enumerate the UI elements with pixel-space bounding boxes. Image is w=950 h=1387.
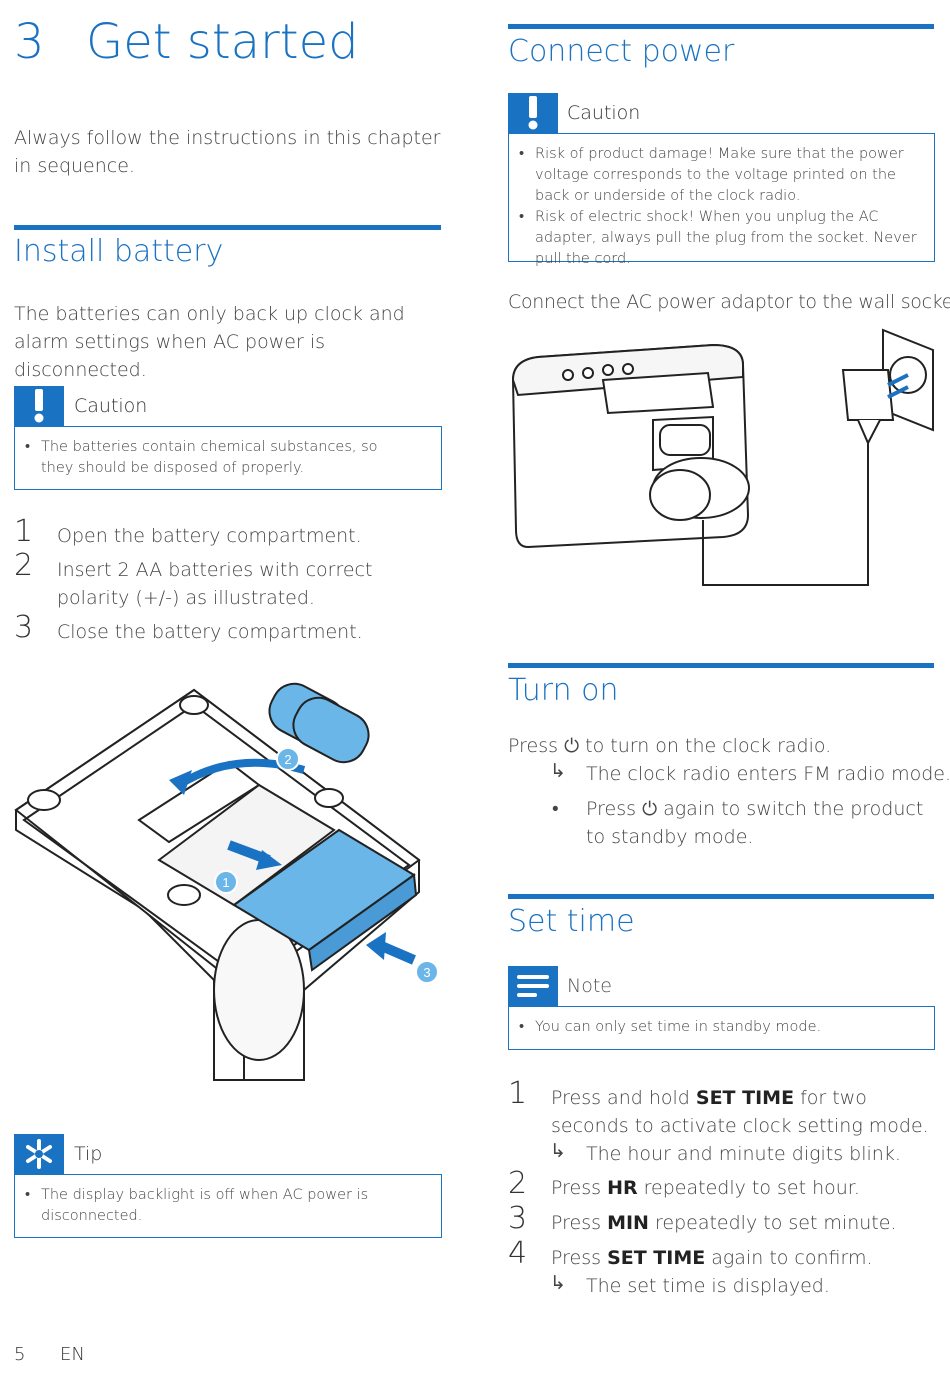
step-key: SET TIME [607, 1247, 706, 1269]
settime-heading: Set time [508, 904, 635, 939]
install-step: 3 Close the battery compartment. [14, 610, 444, 648]
turnon-bullet-post: again to switch the product to standby m… [586, 798, 924, 848]
step-post: repeatedly to set hour. [643, 1177, 860, 1199]
install-step: 1 Open the battery compartment. [14, 514, 444, 552]
step-key: MIN [607, 1212, 649, 1234]
step-result: The hour and minute digits blink. [586, 1143, 901, 1165]
connect-text: Connect the AC power adaptor to the wall… [508, 291, 950, 313]
battery-illustration: 2 1 3 [14, 682, 439, 1081]
step-text: Insert 2 AA batteries with correct polar… [57, 559, 373, 609]
caution-label: Caution [74, 395, 148, 417]
settime-step: 1 Press and hold SET TIME for two second… [508, 1076, 938, 1168]
step-pre: Press [551, 1212, 602, 1234]
step-key: HR [607, 1177, 638, 1199]
turnon-result: The clock radio enters FM radio mode. [586, 763, 950, 785]
illustration-label: 3 [423, 965, 430, 980]
settime-step: 4 Press SET TIME again to confirm. ↳ The… [508, 1236, 938, 1300]
caution-item: Risk of product damage! Make sure that t… [509, 144, 934, 207]
install-caution-box: The batteries contain chemical substance… [14, 426, 442, 490]
connect-caution-box: Risk of product damage! Make sure that t… [508, 133, 935, 267]
turnon-heading: Turn on [508, 673, 619, 708]
bullet: • [552, 798, 559, 820]
note-box: You can only set time in standby mode. [508, 1006, 935, 1050]
chapter-number: 3 [14, 14, 45, 70]
step-number: 4 [508, 1236, 528, 1271]
install-heading: Install battery [14, 234, 224, 269]
settime-step: 2 Press HR repeatedly to set hour. [508, 1166, 938, 1203]
step-key: SET TIME [695, 1087, 795, 1109]
step-pre: Press [551, 1247, 602, 1269]
illustration-label: 1 [222, 875, 229, 890]
tip-icon [14, 1134, 64, 1174]
step-pre: Press [551, 1177, 602, 1199]
install-steps: 1 Open the battery compartment. 2 Insert… [14, 514, 444, 648]
step-number: 3 [508, 1201, 528, 1236]
page-number: 5 [14, 1344, 26, 1365]
step-text: Press and hold SET TIME for two seconds … [551, 1084, 936, 1140]
caution-item: The batteries contain chemical substance… [15, 437, 441, 479]
section-rule [508, 894, 934, 899]
result-arrow-icon: ↳ [550, 760, 566, 782]
caution-label: Caution [567, 102, 641, 124]
step-post: for two seconds to activate clock settin… [551, 1087, 929, 1137]
turnon-bullet-pre: Press [586, 798, 637, 820]
power-icon: ⏻ [642, 798, 658, 820]
settime-steps: 1 Press and hold SET TIME for two second… [508, 1076, 938, 1300]
caution-icon [508, 93, 558, 133]
tip-label: Tip [74, 1143, 103, 1165]
chapter-title: Get started [86, 14, 359, 70]
section-rule [14, 225, 441, 230]
tip-item: The display backlight is off when AC pow… [15, 1185, 441, 1227]
section-rule [508, 663, 934, 668]
tip-box: The display backlight is off when AC pow… [14, 1174, 442, 1238]
caution-item: Risk of electric shock! When you unplug … [509, 207, 934, 270]
step-text: Press HR repeatedly to set hour. [551, 1174, 860, 1202]
step-number: 3 [14, 610, 34, 645]
chapter-intro: Always follow the instructions in this c… [14, 127, 441, 177]
result-arrow-icon: ↳ [550, 1140, 566, 1162]
connect-heading: Connect power [508, 34, 735, 69]
step-number: 2 [14, 548, 34, 583]
step-number: 2 [508, 1166, 528, 1201]
step-pre: Press and hold [551, 1087, 690, 1109]
install-text: The batteries can only back up clock and… [14, 303, 405, 381]
turnon-text: Press ⏻ to turn on the clock radio. [508, 732, 938, 760]
step-text: Close the battery compartment. [57, 621, 363, 643]
result-arrow-icon: ↳ [550, 1272, 566, 1294]
note-label: Note [567, 975, 612, 997]
step-post: again to confirm. [711, 1247, 873, 1269]
step-text: Press MIN repeatedly to set minute. [551, 1209, 896, 1237]
turnon-text-post: to turn on the clock radio. [585, 735, 832, 757]
install-step: 2 Insert 2 AA batteries with correct pol… [14, 548, 444, 614]
note-item: You can only set time in standby mode. [509, 1017, 934, 1038]
power-illustration [511, 328, 934, 586]
page-language: EN [60, 1344, 85, 1365]
illustration-label: 2 [284, 752, 291, 767]
step-post: repeatedly to set minute. [655, 1212, 897, 1234]
turnon-bullet: Press ⏻ again to switch the product to s… [586, 795, 936, 851]
note-icon [508, 966, 558, 1006]
step-result: The set time is displayed. [586, 1275, 830, 1297]
step-text: Press SET TIME again to confirm. [551, 1244, 873, 1272]
caution-icon [14, 386, 64, 426]
step-text: Open the battery compartment. [57, 525, 362, 547]
turnon-text-pre: Press [508, 735, 559, 757]
step-number: 1 [14, 514, 34, 549]
section-rule [508, 24, 934, 29]
step-number: 1 [508, 1076, 528, 1111]
settime-step: 3 Press MIN repeatedly to set minute. [508, 1201, 938, 1238]
power-icon: ⏻ [564, 735, 580, 757]
